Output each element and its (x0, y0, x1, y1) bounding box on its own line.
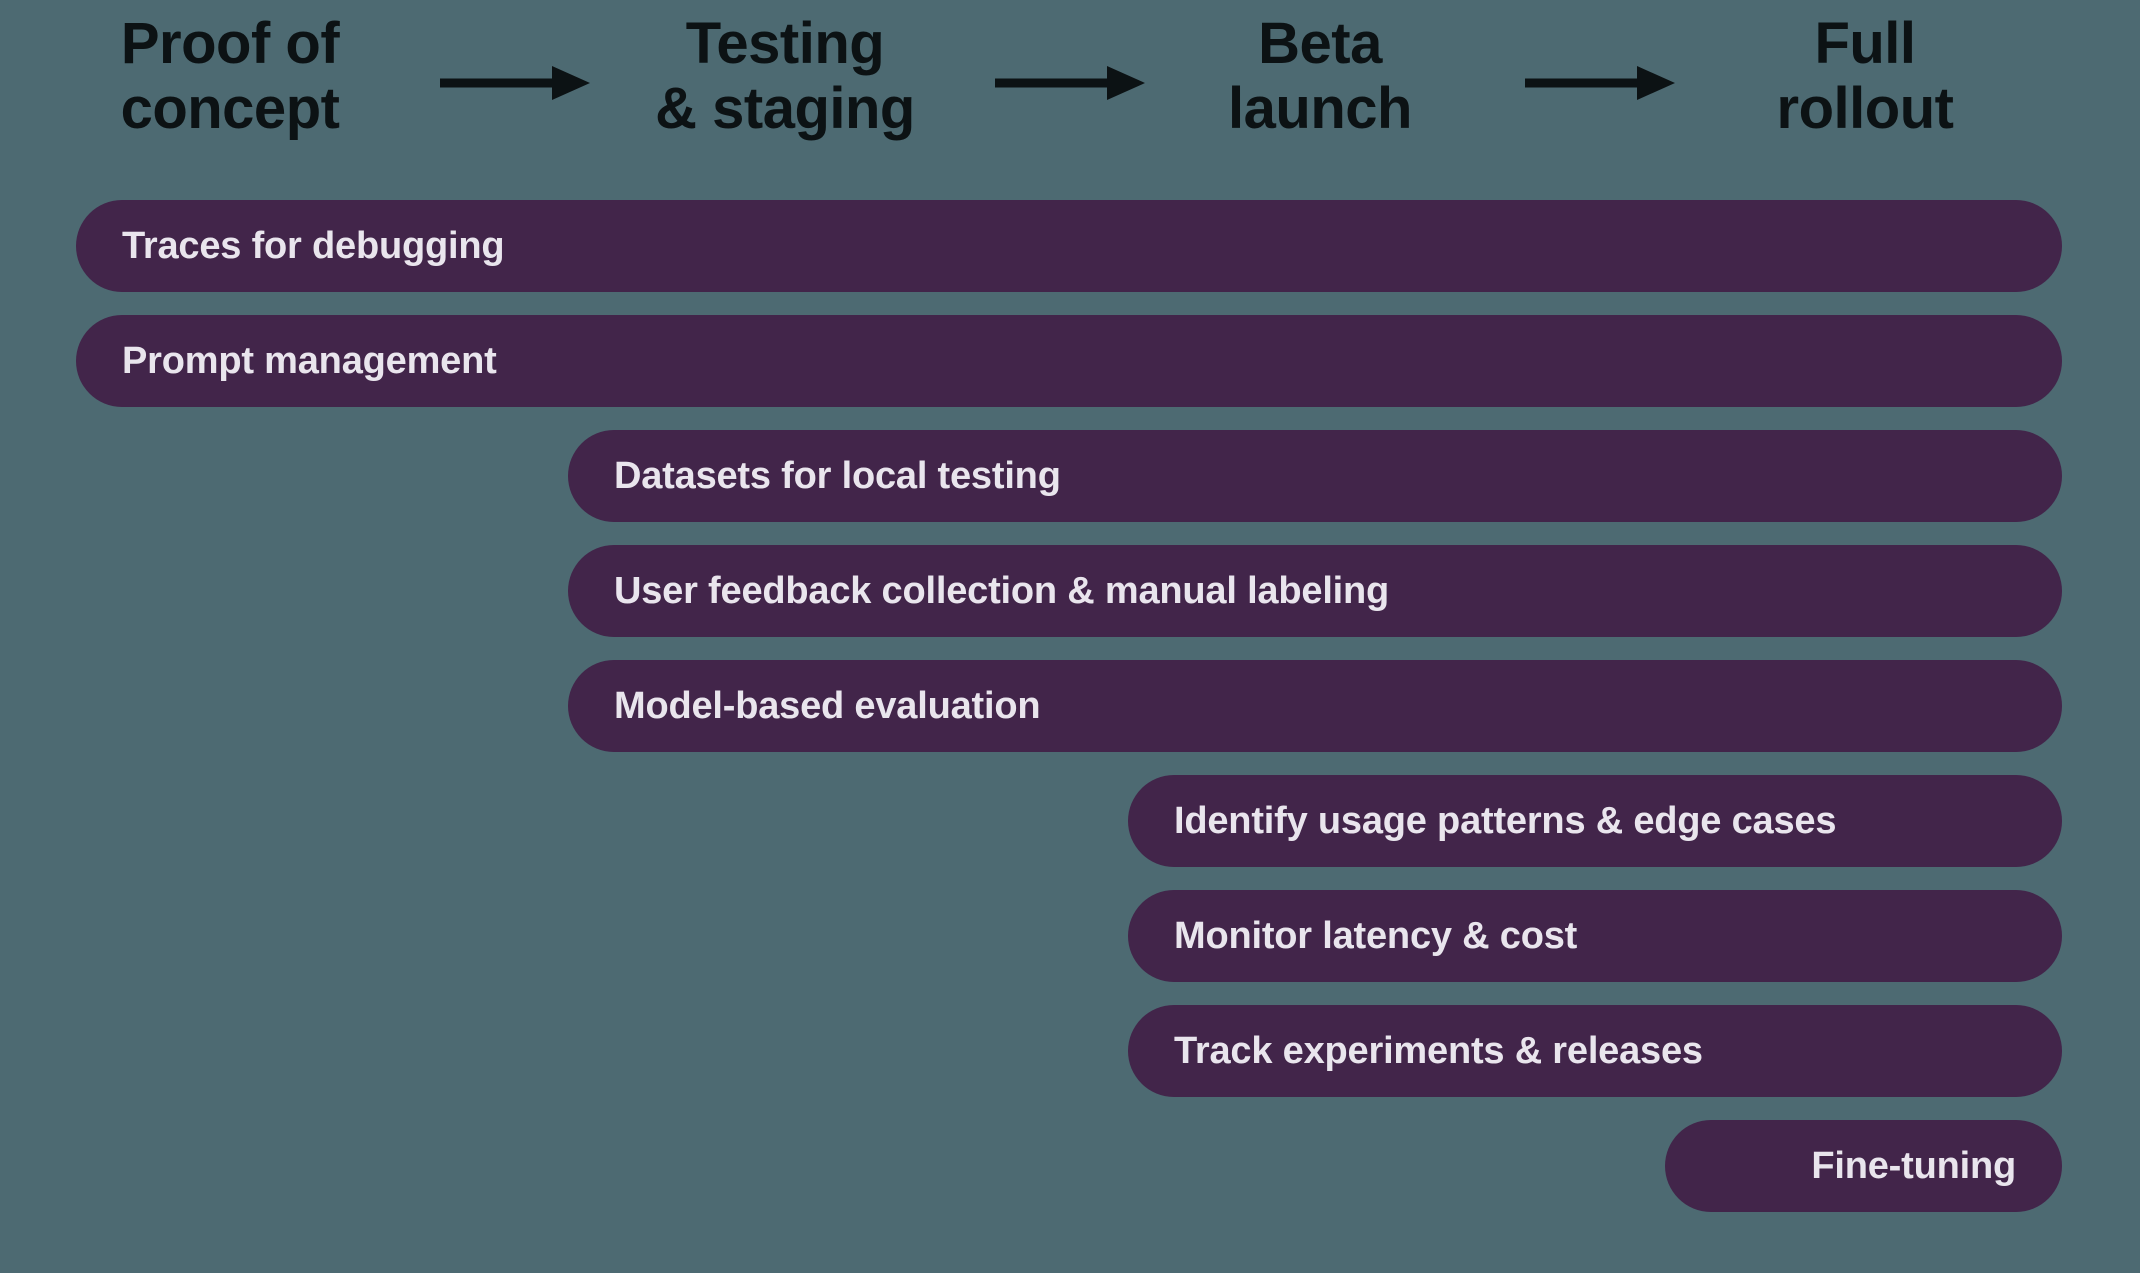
capability-bar-label: Track experiments & releases (1174, 1029, 1703, 1072)
capability-bar-label: User feedback collection & manual labeli… (614, 569, 1390, 612)
arrow-3-icon (1525, 60, 1675, 106)
capability-bar-fine-tuning[interactable]: Fine-tuning (1665, 1120, 2062, 1212)
capability-bar-label: Prompt management (122, 339, 497, 382)
capability-bar-label: Datasets for local testing (614, 454, 1061, 497)
capability-bar-datasets-for-local-testing[interactable]: Datasets for local testing (568, 430, 2062, 522)
stage-header-beta-launch: Beta launch (1228, 11, 1412, 141)
capability-bar-label: Traces for debugging (122, 224, 505, 267)
capability-bar-identify-usage-patterns[interactable]: Identify usage patterns & edge cases (1128, 775, 2062, 867)
capability-bar-user-feedback-collection[interactable]: User feedback collection & manual labeli… (568, 545, 2062, 637)
capability-bar-model-based-evaluation[interactable]: Model-based evaluation (568, 660, 2062, 752)
capability-bar-traces-for-debugging[interactable]: Traces for debugging (76, 200, 2062, 292)
capability-bar-label: Monitor latency & cost (1174, 914, 1578, 957)
stage-header-proof-of-concept: Proof of concept (120, 11, 340, 141)
arrow-1-icon (440, 60, 590, 106)
stage-header-testing-and-staging: Testing & staging (655, 11, 915, 141)
capability-bar-label: Model-based evaluation (614, 684, 1041, 727)
capability-bar-prompt-management[interactable]: Prompt management (76, 315, 2062, 407)
arrow-2-icon (995, 60, 1145, 106)
capability-bar-label: Identify usage patterns & edge cases (1174, 799, 1837, 842)
capability-bar-label: Fine-tuning (1811, 1144, 2016, 1187)
capability-bar-track-experiments-and-releases[interactable]: Track experiments & releases (1128, 1005, 2062, 1097)
stage-header-full-rollout: Full rollout (1776, 11, 1954, 141)
capability-bar-monitor-latency-and-cost[interactable]: Monitor latency & cost (1128, 890, 2062, 982)
